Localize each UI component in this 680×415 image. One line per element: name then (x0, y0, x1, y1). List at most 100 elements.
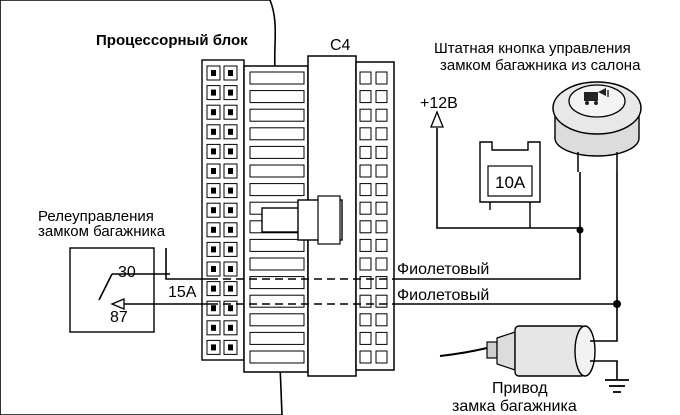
pin-terminal (228, 285, 233, 292)
actuator-label-line2: замка багажника (452, 398, 577, 415)
connector-cavity (375, 127, 388, 141)
pin-terminal (211, 148, 216, 155)
connector-slot (249, 331, 305, 345)
arrow-up-icon (430, 110, 444, 128)
relay-pin-30: 30 (118, 264, 136, 281)
connector-pin-column (201, 59, 245, 361)
connector-slot (249, 183, 305, 197)
pin-terminal (228, 266, 233, 272)
connector-cavity (375, 313, 388, 327)
connector-slot (249, 238, 305, 252)
relay-label-line1: Релеуправления (38, 208, 154, 225)
connector-cavity (359, 331, 372, 345)
arrow-left-icon (110, 298, 210, 310)
wire1-label: Фиолетовый (397, 261, 489, 278)
connector-label: С4 (330, 37, 351, 54)
connector-cavity (359, 350, 372, 364)
connector-cavity (375, 201, 388, 215)
connector-cavity (359, 276, 372, 290)
pin-terminal (228, 168, 233, 174)
pin-terminal (228, 187, 233, 194)
connector-cavity (359, 183, 372, 197)
pin-terminal (211, 109, 216, 116)
pin-terminal (211, 207, 216, 214)
connector-cavity (375, 145, 388, 159)
connector-slot (249, 145, 305, 159)
connector-cavity (375, 183, 388, 197)
processor-block-label: Процессорный блок (96, 32, 248, 49)
relay: 30 87 (69, 247, 170, 333)
pin-terminal (211, 285, 216, 292)
wire2-label: Фиолетовый (397, 287, 489, 304)
connector-cavity (375, 257, 388, 271)
connector-cavity (359, 90, 372, 104)
pin-terminal (228, 324, 233, 331)
connector-cavity (359, 313, 372, 327)
actuator-label-line1: Привод (492, 380, 548, 397)
pin-terminal (228, 89, 233, 96)
trunk-actuator (439, 325, 604, 377)
pin-terminal (228, 344, 233, 351)
connector-cavity (375, 108, 388, 122)
connector-cavity (359, 145, 372, 159)
connector-slot (249, 257, 305, 271)
connector-cavity (375, 164, 388, 178)
connector-cavity (359, 201, 372, 215)
pin-terminal (211, 344, 216, 351)
connector-cavity (359, 71, 372, 85)
pin-terminal (228, 128, 233, 135)
pin-terminal (228, 109, 233, 116)
pin-terminal (228, 246, 233, 253)
connector-cavity (359, 294, 372, 308)
connector-cavity (375, 238, 388, 252)
connector-slot (249, 108, 305, 122)
pin-terminal (211, 266, 216, 272)
relay-label-line2: замком багажника (38, 223, 166, 240)
connector-slot (249, 71, 305, 85)
connector-cavity (359, 164, 372, 178)
connector-slot (249, 164, 305, 178)
pin-terminal (211, 89, 216, 96)
wire-actuator-a (604, 304, 618, 342)
pin-terminal (228, 305, 233, 312)
connector-cavity (359, 127, 372, 141)
connector-slot (249, 350, 305, 364)
trunk-open-icon (584, 88, 609, 105)
wire-violet-1 (394, 230, 581, 280)
connector-cavity (359, 108, 372, 122)
connector-cavity (375, 294, 388, 308)
pin-terminal (211, 246, 216, 253)
pin-terminal (228, 148, 233, 155)
pin-terminal (228, 226, 233, 233)
connector-slot (249, 313, 305, 327)
wire-12v (436, 128, 580, 229)
connector-cavity (375, 276, 388, 290)
connector-slot (249, 294, 305, 308)
relay-pin-87: 87 (110, 309, 128, 326)
pin-terminal (211, 187, 216, 194)
wire-relay-30 (165, 248, 210, 280)
pin-terminal (211, 226, 216, 233)
fuse: 10A (479, 141, 541, 228)
current-label: 15A (168, 284, 197, 301)
connector-c4 (243, 55, 395, 377)
button-label-line2: замком багажника из салона (440, 57, 641, 74)
connector-cavity (375, 220, 388, 234)
connector-cavity (359, 257, 372, 271)
button-label-line1: Штатная кнопка управления (434, 40, 631, 57)
trunk-button (552, 81, 642, 172)
pin-terminal (228, 70, 233, 76)
ground-icon (605, 379, 629, 393)
pin-terminal (211, 128, 216, 135)
pin-terminal (211, 70, 216, 76)
connector-cavity (375, 331, 388, 345)
connector-cavity (359, 220, 372, 234)
fuse-label: 10A (495, 173, 526, 192)
connector-cavity (375, 90, 388, 104)
wire-actuator-ground (604, 360, 618, 380)
pin-terminal (211, 324, 216, 331)
plus12v-label: +12В (420, 95, 458, 112)
connector-cavity (375, 350, 388, 364)
pin-terminal (211, 305, 216, 312)
